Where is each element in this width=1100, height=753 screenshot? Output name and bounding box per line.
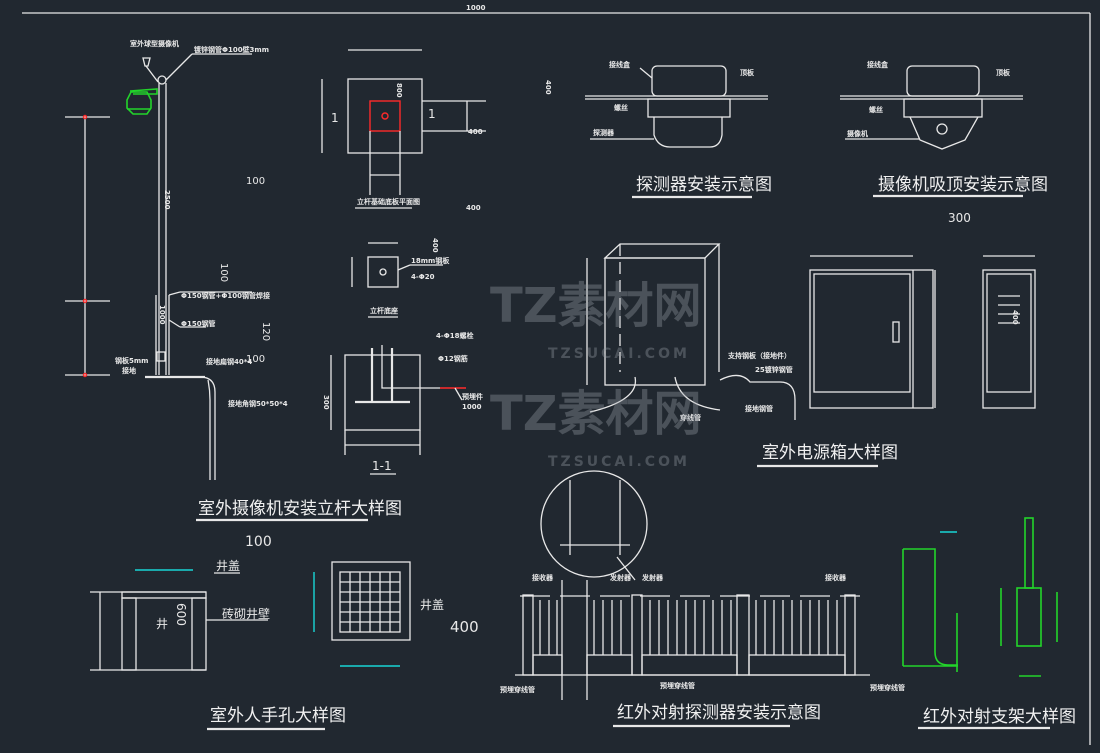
dome-camera-icon xyxy=(126,88,158,115)
dim-d: 100 xyxy=(246,354,265,365)
section-title: 1-1 xyxy=(372,459,392,473)
conduit-label-mid: 预埋穿线管 xyxy=(660,681,695,690)
pole-title: 室外摄像机安装立杆大样图 xyxy=(198,499,402,519)
flat-steel-label: 接地扁钢40*4 xyxy=(206,357,252,366)
power-ground-label: 接地钢管 xyxy=(745,404,773,413)
infrared-fence-detail: 接收器 发射器 发射器 接收器 预埋穿线管 预埋穿线管 预埋穿线管 红外对射探测… xyxy=(500,470,905,728)
screw-label: 螺丝 xyxy=(614,103,628,112)
infrared-title: 红外对射探测器安装示意图 xyxy=(617,703,821,723)
manhole-cover-grid xyxy=(339,571,401,633)
junction-box-label: 接线盒 xyxy=(609,60,631,69)
watermark-brand-2: TZ素材网 xyxy=(490,386,702,442)
power-box-title: 室外电源箱大样图 xyxy=(762,443,898,463)
power-side-dim: 400 xyxy=(1011,310,1019,325)
ground-steel-label: 接地角钢50*50*4 xyxy=(228,399,288,408)
watermark-url-2: TZSUCAI.COM xyxy=(548,454,690,470)
ceiling-camera-detail: 接线盒 顶板 螺丝 摄像机 摄像机吸顶安装示意图 300 xyxy=(840,60,1048,225)
rebar-label: Φ12钢筋 xyxy=(438,354,468,363)
fence-pickets xyxy=(539,600,838,655)
manhole-cover-right-label: 井盖 xyxy=(420,598,444,612)
section-dim: 300 xyxy=(322,395,330,410)
conduit-label-left: 预埋穿线管 xyxy=(500,685,535,694)
embed-label: 预埋件 xyxy=(462,392,483,401)
dim-e: 100 xyxy=(245,534,272,550)
detector-dim: 400 xyxy=(544,80,552,95)
power-box-detail: 支持钢板（接地件） 25镀锌钢管 接地钢管 穿线管 400 室外电源箱大样图 xyxy=(586,243,1036,468)
watermark: TZ素材网 TZSUCAI.COM TZ素材网 TZSUCAI.COM xyxy=(490,278,702,470)
foundation-plan: 1 1 800 400 400 立杆基础底板平面图 xyxy=(321,49,486,212)
detector-mounting-detail: 400 接线盒 顶板 螺丝 探测器 探测器安装示意图 xyxy=(544,60,772,199)
cam-junction-box-label: 接线盒 xyxy=(867,60,889,69)
base-plate-label: 18mm钢板 xyxy=(411,256,450,265)
joint-label: Φ150钢管+Φ100钢管焊接 xyxy=(181,291,270,300)
ground-label: 接地 xyxy=(122,366,136,375)
bracket-label: 支持钢板（接地件） xyxy=(727,351,791,360)
watermark-brand-1: TZ素材网 xyxy=(490,278,702,334)
section-mark-right: 1 xyxy=(428,107,436,121)
camera-lens-icon xyxy=(936,123,948,135)
manhole-detail: 井盖 砖砌井壁 井 600 井盖 400 室外人手孔大样图 xyxy=(90,559,479,731)
embed-dim: 1000 xyxy=(462,403,482,411)
plate-label: 钢板5mm xyxy=(115,356,148,365)
ceiling-label: 顶板 xyxy=(740,68,755,77)
pole-height-dim: 2500 xyxy=(163,190,171,210)
receiver-label-left: 接收器 xyxy=(532,573,554,582)
plan-side-dim: 800 xyxy=(395,83,403,98)
section-mark-left: 1 xyxy=(331,111,339,125)
manhole-wall-label: 砖砌井壁 xyxy=(222,606,270,621)
ceiling-camera-dim: 300 xyxy=(948,211,971,225)
pole-base-dim: 1000 xyxy=(158,305,166,325)
pole-base-plate: 400 18mm钢板 4-Φ20 立杆底座 xyxy=(351,238,450,318)
dim-c: 120 xyxy=(260,322,271,341)
receiver-label-right: 接收器 xyxy=(825,573,847,582)
manhole-title: 室外人手孔大样图 xyxy=(210,706,346,726)
transmitter-label-2: 发射器 xyxy=(641,573,664,582)
anchor-label: 4-Φ18螺栓 xyxy=(436,331,473,340)
transmitter-label-1: 发射器 xyxy=(609,573,632,582)
manhole-right-dim: 400 xyxy=(450,618,479,636)
manhole-cover-label: 井盖 xyxy=(216,559,240,573)
cam-screw-label: 螺丝 xyxy=(869,105,883,114)
plan-bottom-dim: 400 xyxy=(466,204,481,212)
ceiling-camera-title: 摄像机吸顶安装示意图 xyxy=(878,175,1048,195)
top-dimension: 1000 xyxy=(466,4,486,12)
infrared-bracket-detail: 红外对射支架大样图 xyxy=(902,517,1076,730)
camera-pole-detail: 室外球型摄像机 镀锌钢管Φ100壁3mm 2500 1000 100 100 1… xyxy=(65,39,402,550)
cable-label: 穿线管 xyxy=(680,413,701,422)
camera-label-ceiling: 摄像机 xyxy=(847,129,868,138)
cam-ceiling-label: 顶板 xyxy=(996,68,1011,77)
base-dim: 400 xyxy=(431,238,439,253)
camera-label: 室外球型摄像机 xyxy=(130,39,179,48)
plan-right-dim: 400 xyxy=(468,128,483,136)
bracket-title: 红外对射支架大样图 xyxy=(923,707,1076,727)
detector-title: 探测器安装示意图 xyxy=(636,175,772,195)
bolt-label: 4-Φ20 xyxy=(411,273,435,281)
conduit-label-right: 预埋穿线管 xyxy=(870,683,905,692)
pipe-label: 镀锌钢管Φ100壁3mm xyxy=(194,45,269,54)
detector-label: 探测器 xyxy=(593,128,615,137)
vent-slots-icon xyxy=(998,295,1020,324)
base-title: 立杆底座 xyxy=(370,306,398,315)
door-handle-icon xyxy=(892,321,900,343)
dim-b: 100 xyxy=(218,263,229,282)
section-1-1: 4-Φ18螺栓 Φ12钢筋 预埋件 1000 300 1-1 xyxy=(322,331,483,475)
manhole-well-label: 井 xyxy=(156,617,168,631)
base-pipe-label: Φ150钢管 xyxy=(181,319,216,328)
power-conduit-label: 25镀锌钢管 xyxy=(755,365,793,374)
dim-a: 100 xyxy=(246,176,265,187)
watermark-url-1: TZSUCAI.COM xyxy=(548,346,690,362)
manhole-depth-dim: 600 xyxy=(174,603,188,626)
drawing-frame: 1000 xyxy=(22,4,1091,745)
foundation-plan-title: 立杆基础底板平面图 xyxy=(357,197,420,206)
